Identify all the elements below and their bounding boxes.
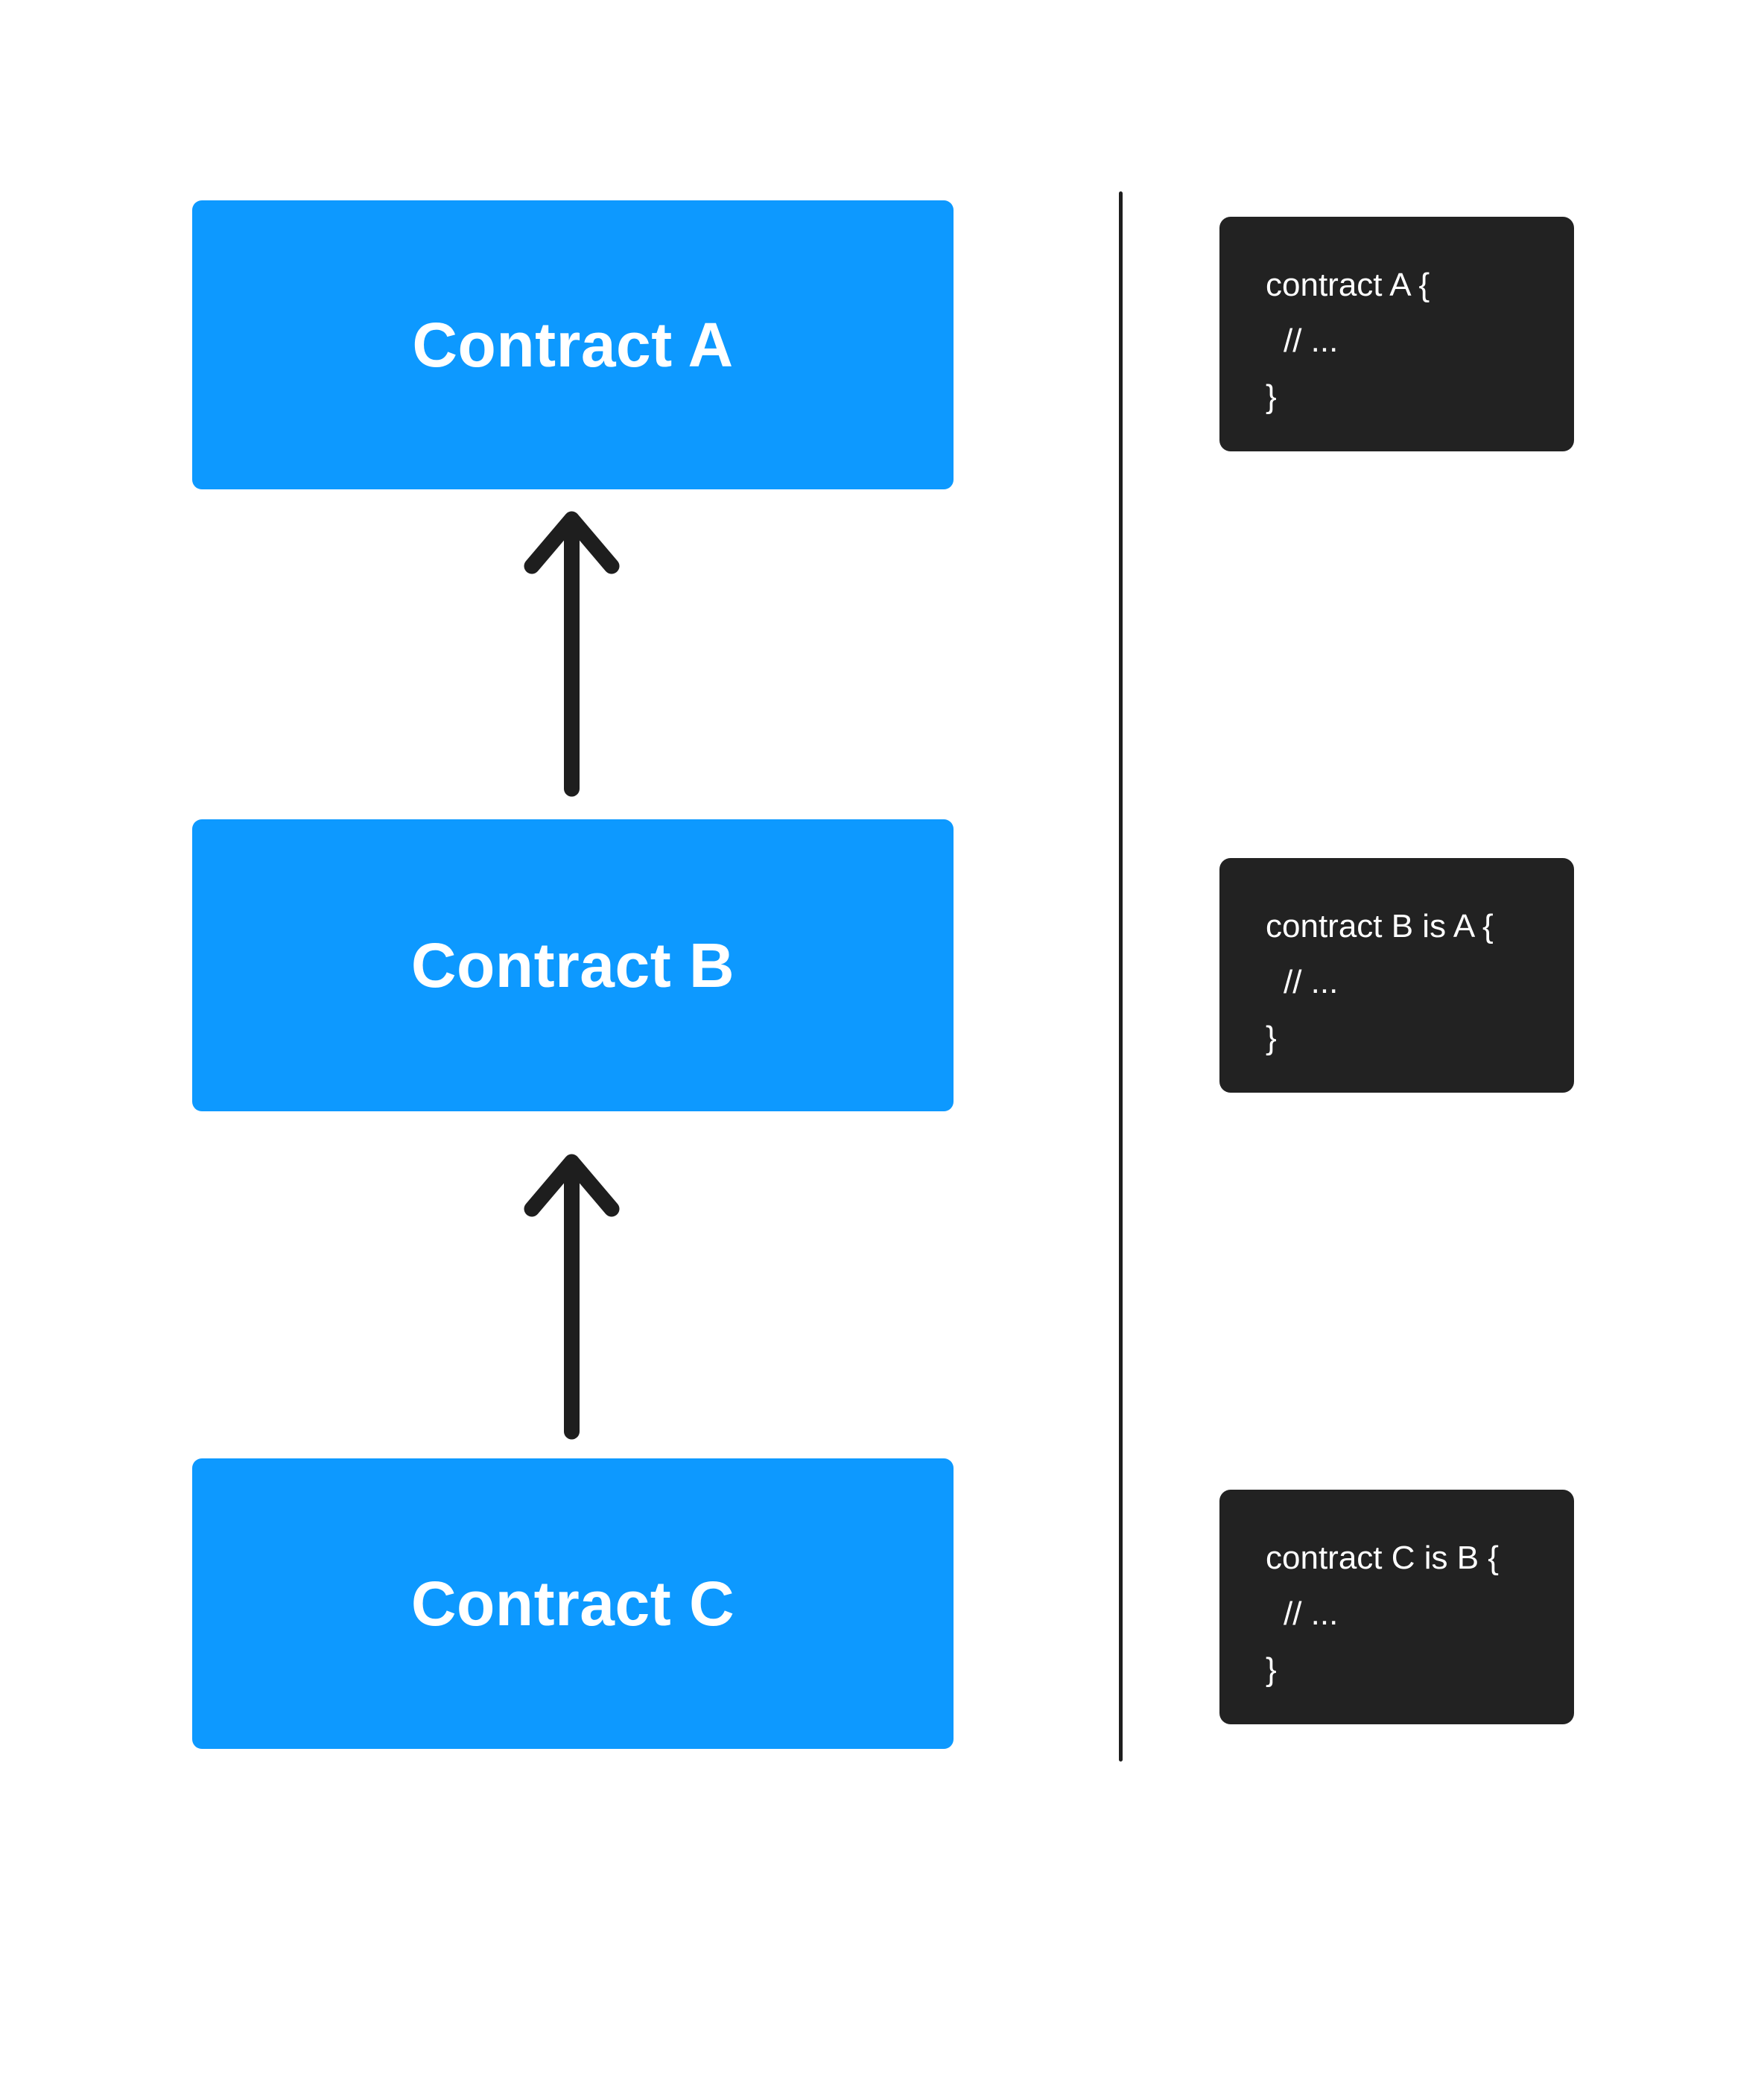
code-line: // ...	[1284, 323, 1339, 359]
contract-b-box: Contract B	[192, 819, 954, 1111]
code-block-contract-c: contract C is B { // ... }	[1219, 1490, 1574, 1724]
contract-c-label: Contract C	[410, 1568, 735, 1639]
code-line: contract B is A {	[1266, 908, 1494, 944]
arrow-up-icon	[524, 511, 620, 797]
divider-line	[1119, 191, 1123, 1762]
contract-a-label: Contract A	[412, 309, 734, 380]
code-block-contract-a: contract A { // ... }	[1219, 217, 1574, 451]
code-line: }	[1266, 1651, 1277, 1688]
code-line: // ...	[1284, 1595, 1339, 1632]
contract-a-box: Contract A	[192, 200, 954, 489]
code-line: contract C is B {	[1266, 1540, 1500, 1576]
code-line: contract A {	[1266, 267, 1430, 303]
contract-b-label: Contract B	[410, 930, 735, 1000]
code-line: // ...	[1284, 964, 1339, 1000]
code-line: }	[1266, 1020, 1277, 1056]
contract-c-box: Contract C	[192, 1458, 954, 1749]
arrow-up-icon	[524, 1154, 620, 1440]
code-line: }	[1266, 378, 1277, 415]
code-block-contract-b: contract B is A { // ... }	[1219, 858, 1574, 1093]
